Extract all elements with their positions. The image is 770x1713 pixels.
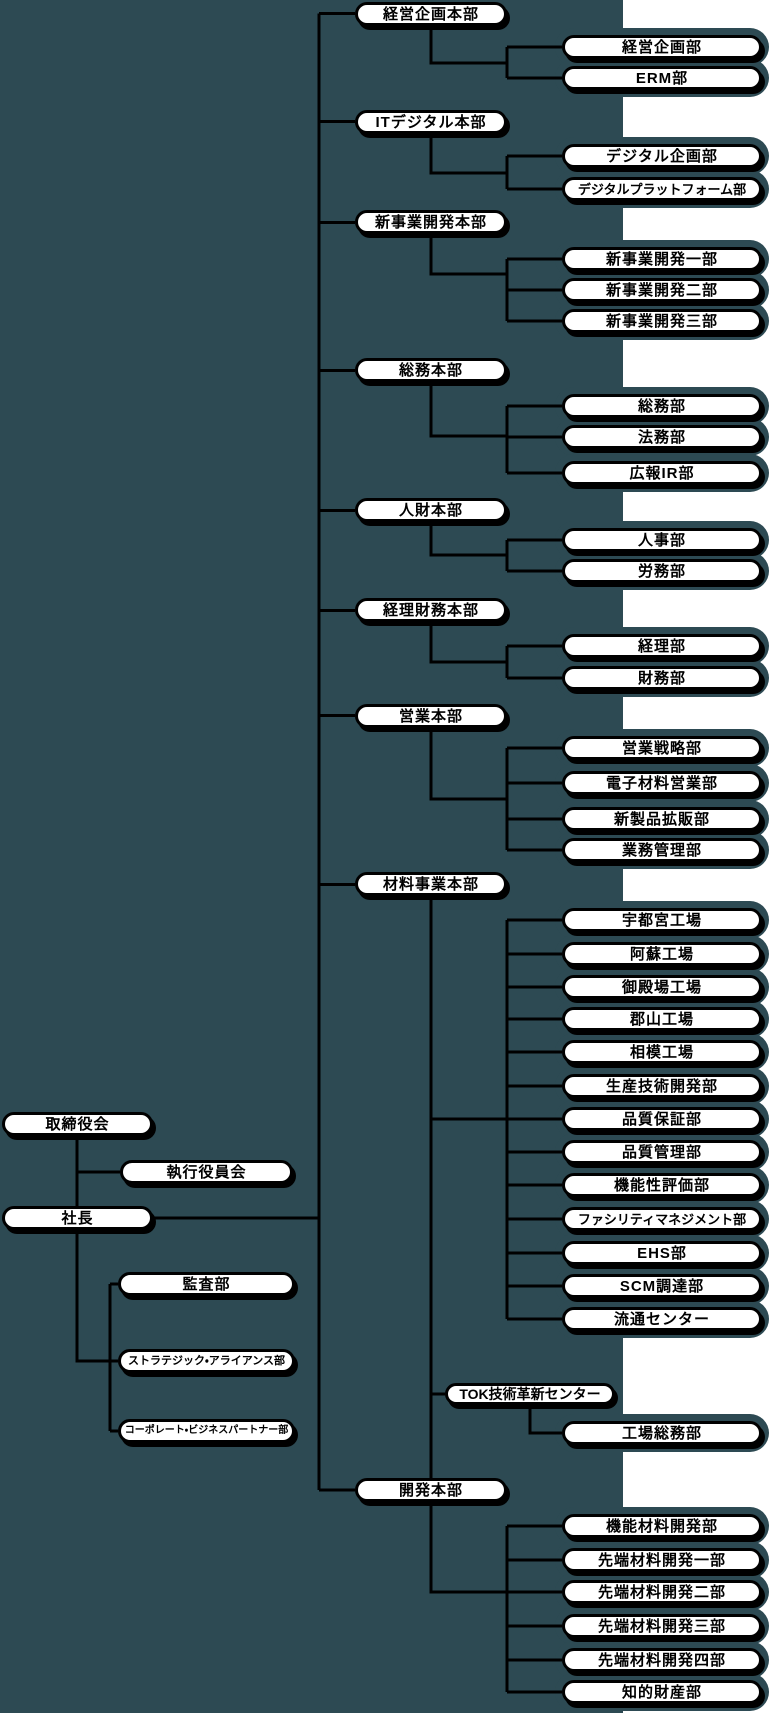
department-box: ファシリティマネジメント部	[562, 1207, 762, 1231]
department-box: 先端材料開発二部	[562, 1580, 762, 1604]
department-box: 労務部	[562, 559, 762, 583]
board-box: 取締役会	[2, 1112, 153, 1136]
division-box: TOK技術革新センター	[445, 1383, 615, 1405]
department-box: 新事業開発一部	[562, 247, 762, 271]
department-box: 機能材料開発部	[562, 1514, 762, 1538]
department-box: 経理部	[562, 634, 762, 658]
department-box: 広報IR部	[562, 461, 762, 485]
department-box: 郡山工場	[562, 1007, 762, 1031]
department-box: 工場総務部	[562, 1421, 762, 1445]
corporate-business-partner-dept-box: コーポレート・ビジネスパートナー部	[118, 1419, 295, 1443]
president-box: 社長	[2, 1206, 153, 1230]
department-box: 総務部	[562, 394, 762, 418]
lines	[75, 12, 562, 1694]
department-box: 品質保証部	[562, 1107, 762, 1131]
division-box: 新事業開発本部	[355, 210, 507, 234]
department-box: 相模工場	[562, 1040, 762, 1064]
executive-committee-box: 執行役員会	[120, 1160, 293, 1184]
department-box: SCM調達部	[562, 1274, 762, 1298]
division-box: ITデジタル本部	[355, 110, 507, 134]
division-box: 総務本部	[355, 358, 507, 382]
department-box: 阿蘇工場	[562, 942, 762, 966]
department-box: ERM部	[562, 66, 762, 90]
department-box: 新事業開発三部	[562, 309, 762, 333]
department-box: 宇都宮工場	[562, 908, 762, 932]
department-box: 営業戦略部	[562, 736, 762, 760]
department-box: 先端材料開発一部	[562, 1548, 762, 1572]
division-box: 人財本部	[355, 498, 507, 522]
division-box: 経営企画本部	[355, 2, 507, 26]
department-box: 流通センター	[562, 1307, 762, 1331]
department-box: 先端材料開発三部	[562, 1614, 762, 1638]
department-box: 品質管理部	[562, 1140, 762, 1164]
division-box: 材料事業本部	[355, 872, 507, 896]
department-box: 新事業開発二部	[562, 278, 762, 302]
department-box: 御殿場工場	[562, 975, 762, 999]
department-box: 知的財産部	[562, 1680, 762, 1704]
department-box: EHS部	[562, 1241, 762, 1265]
department-box: 財務部	[562, 666, 762, 690]
department-box: 法務部	[562, 425, 762, 449]
division-box: 営業本部	[355, 704, 507, 728]
department-box: 人事部	[562, 528, 762, 552]
audit-dept-box: 監査部	[118, 1272, 295, 1296]
department-box: 経営企画部	[562, 35, 762, 59]
division-box: 経理財務本部	[355, 598, 507, 622]
department-box: 機能性評価部	[562, 1173, 762, 1197]
division-box: 開発本部	[355, 1478, 507, 1502]
department-box: 電子材料営業部	[562, 771, 762, 795]
department-box: デジタル企画部	[562, 144, 762, 168]
department-box: 先端材料開発四部	[562, 1648, 762, 1672]
department-box: デジタルプラットフォーム部	[562, 177, 762, 201]
department-box: 生産技術開発部	[562, 1074, 762, 1098]
department-box: 新製品拡販部	[562, 807, 762, 831]
department-box: 業務管理部	[562, 838, 762, 862]
strategic-alliance-dept-box: ストラテジック・アライアンス部	[118, 1349, 295, 1373]
